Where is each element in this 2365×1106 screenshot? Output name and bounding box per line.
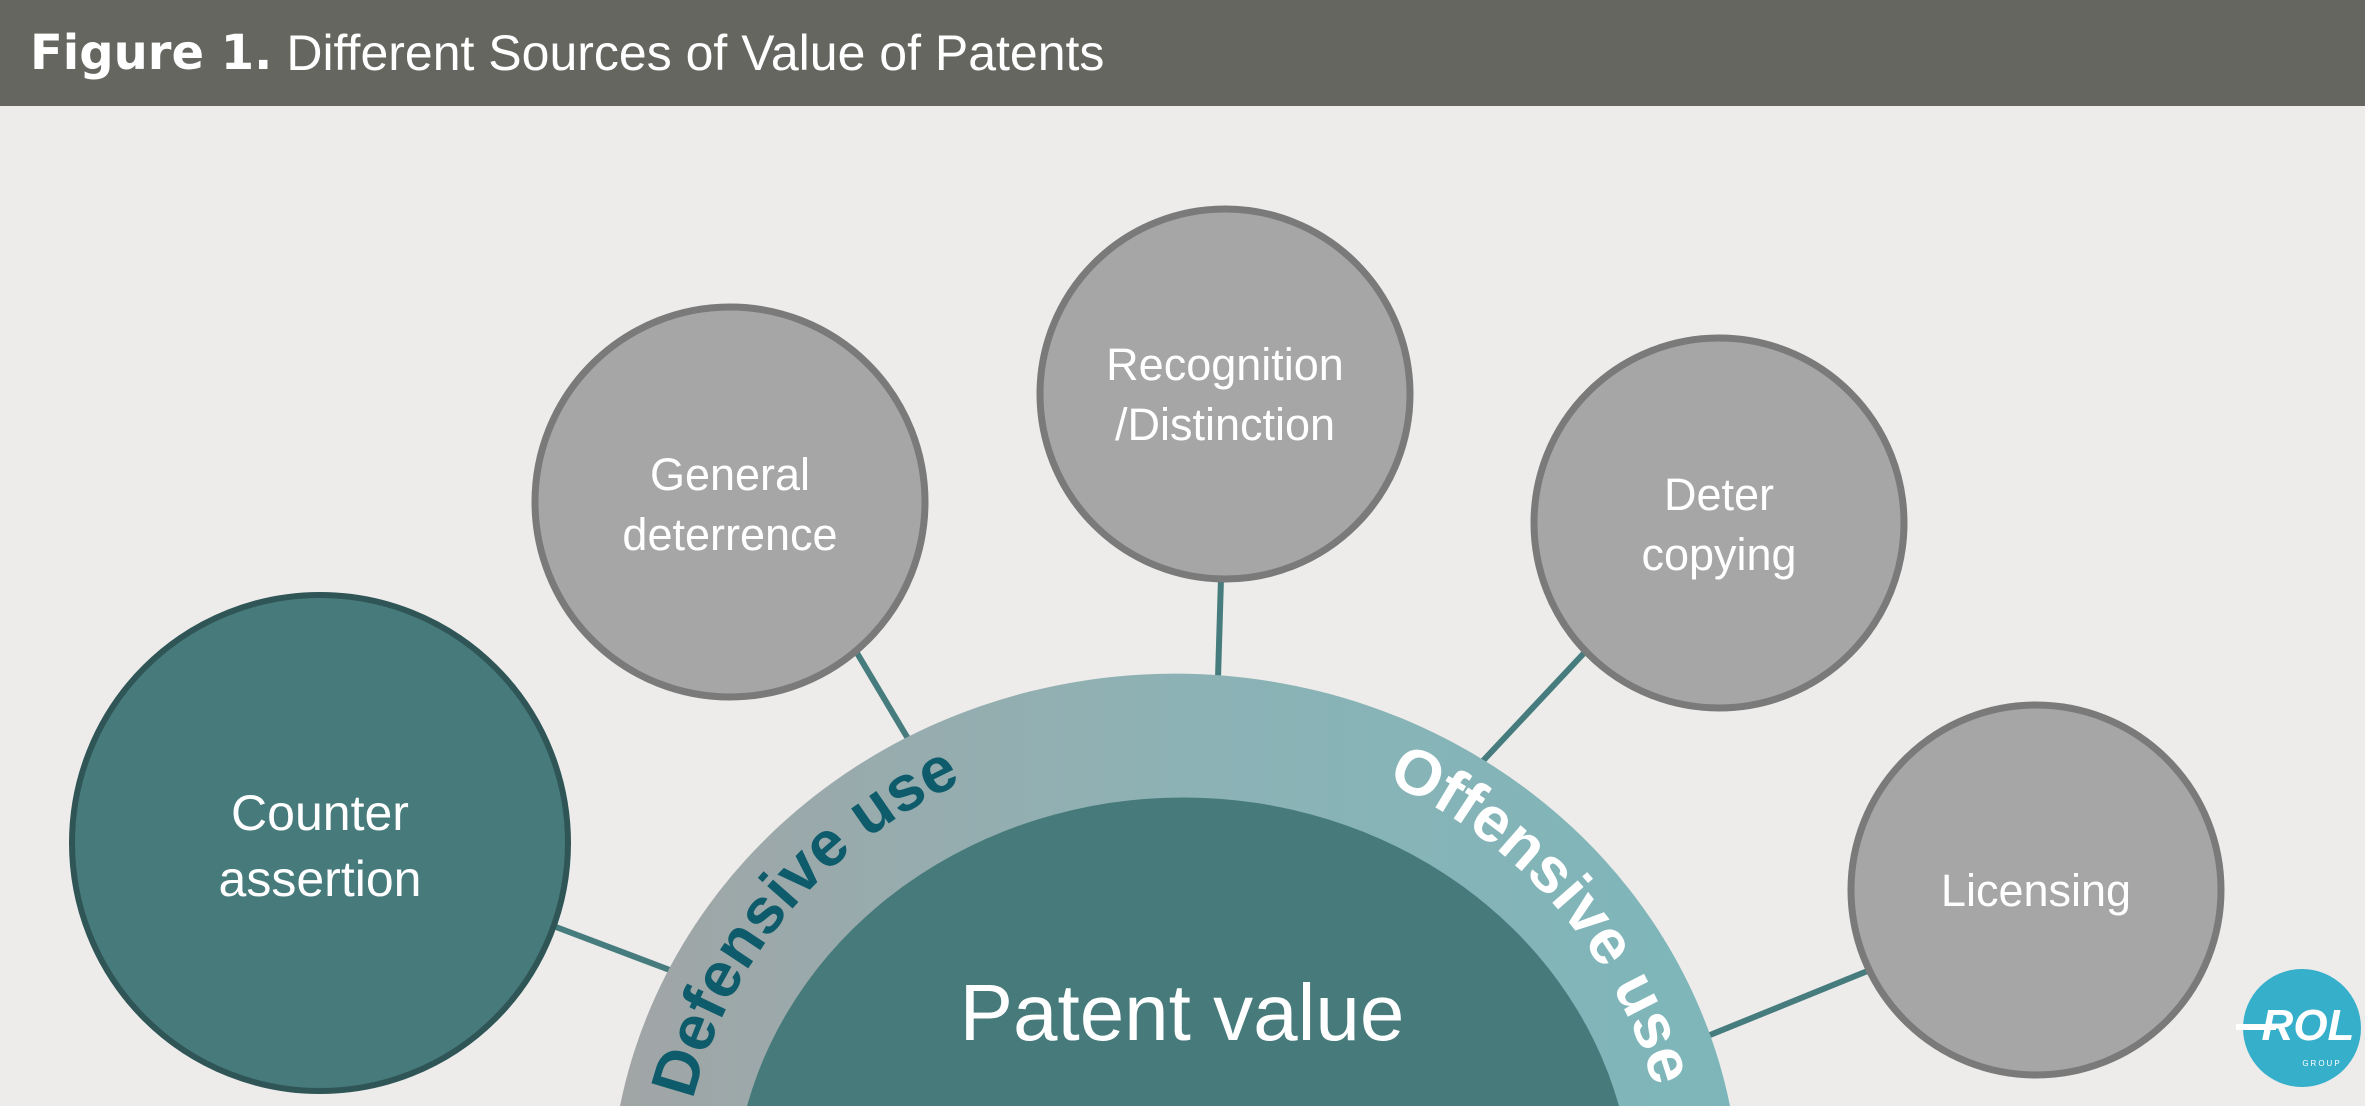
connector-recognition	[1215, 577, 1224, 679]
connector-licensing	[1708, 967, 1872, 1038]
patent-value-label: Patent value	[960, 968, 1405, 1057]
node-text-line1: General	[650, 449, 810, 500]
node-text-line2: assertion	[219, 851, 422, 907]
logo-text: ROL	[2262, 1001, 2355, 1050]
node-general-deterrence: General deterrence	[531, 303, 929, 701]
patent-value-core	[747, 797, 1619, 1106]
node-recognition-distinction: Recognition /Distinction	[1036, 205, 1414, 583]
node-licensing: Licensing	[1847, 701, 2225, 1079]
node-text-line1: Counter	[231, 785, 409, 841]
connector-general-deterrence	[854, 651, 913, 744]
connector-counter-assertion	[554, 924, 677, 975]
figure-header: Figure 1. Different Sources of Value of …	[0, 0, 2365, 106]
connector-deter-copying	[1477, 649, 1588, 767]
figure-title: Different Sources of Value of Patents	[286, 25, 1105, 81]
node-text-line2: deterrence	[622, 509, 837, 560]
node-counter-assertion: Counter assertion	[69, 592, 571, 1094]
node-text-line1: Licensing	[1941, 865, 2131, 916]
figure-label: Figure 1.	[30, 25, 273, 81]
node-text-line2: copying	[1641, 529, 1796, 580]
node-deter-copying: Deter copying	[1530, 334, 1908, 712]
node-text-line2: /Distinction	[1115, 399, 1335, 450]
logo-subtext: GROUP	[2302, 1059, 2341, 1068]
node-text-line1: Deter	[1664, 469, 1774, 520]
rol-group-logo: ROL GROUP	[2236, 969, 2361, 1087]
node-text-line1: Recognition	[1106, 339, 1344, 390]
